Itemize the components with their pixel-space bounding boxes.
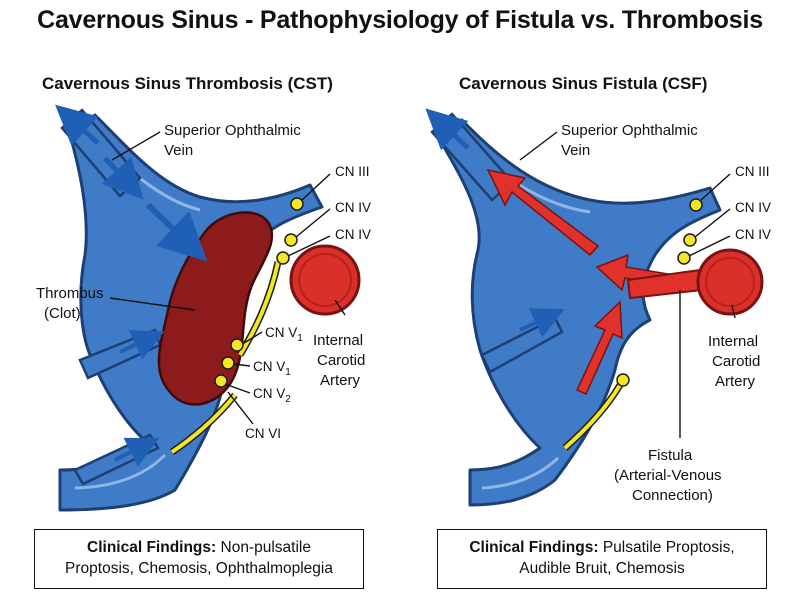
- cst-heading: Cavernous Sinus Thrombosis (CST): [42, 74, 333, 93]
- csf-cn4b-dot: [677, 251, 691, 265]
- fistula-label-3: Connection): [632, 487, 713, 504]
- csf-cn4b-label: CN IV: [735, 227, 771, 242]
- cst-sov-label-2: Vein: [164, 142, 193, 159]
- cst-cnv1b-label: CN V1: [253, 359, 291, 378]
- cst-cn3-label: CN III: [335, 164, 370, 179]
- cst-cn6-label: CN VI: [245, 426, 281, 441]
- csf-ica-label-1: Internal: [708, 333, 758, 350]
- cst-illustration: Superior Ophthalmic Vein CN III CN IV CN…: [36, 104, 371, 512]
- csf-nerve-dot: [616, 373, 630, 387]
- csf-findings-label: Clinical Findings:: [469, 539, 599, 556]
- csf-flow-arrow-low: [575, 300, 623, 395]
- csf-illustration: Superior Ophthalmic Vein CN III CN IV CN…: [425, 108, 771, 507]
- cst-cnv2-dot: [214, 374, 228, 388]
- csf-flow-arrow-main: [486, 168, 600, 257]
- cst-findings-box: Clinical Findings: Non-pulsatile Proptos…: [34, 529, 364, 589]
- csf-sov-label-2: Vein: [561, 142, 590, 159]
- csf-ica-label-2: Carotid: [712, 353, 760, 370]
- cst-findings-line2: Proptosis, Chemosis, Ophthalmoplegia: [65, 560, 333, 577]
- cst-findings-line1: Non-pulsatile: [220, 539, 311, 556]
- cst-ica-label-2: Carotid: [317, 352, 365, 369]
- csf-sov-label-1: Superior Ophthalmic: [561, 122, 698, 139]
- cst-cnv1b-dot: [221, 356, 235, 370]
- csf-cn3-dot: [689, 198, 703, 212]
- fistula-label-2: (Arterial-Venous: [614, 467, 722, 484]
- cst-cn4b-label: CN IV: [335, 227, 371, 242]
- page-title: Cavernous Sinus - Pathophysiology of Fis…: [37, 6, 763, 34]
- csf-cn3-label: CN III: [735, 164, 770, 179]
- csf-findings-line2: Audible Bruit, Chemosis: [519, 560, 685, 577]
- cst-carotid-artery: [289, 244, 361, 316]
- cst-ica-label-3: Artery: [320, 372, 361, 389]
- csf-carotid-artery: [696, 248, 764, 316]
- cst-sov-label-1: Superior Ophthalmic: [164, 122, 301, 139]
- cst-ica-label-1: Internal: [313, 332, 363, 349]
- csf-heading: Cavernous Sinus Fistula (CSF): [459, 74, 708, 93]
- cst-cnv2-label: CN V2: [253, 386, 291, 405]
- cst-cn3-dot: [290, 197, 304, 211]
- csf-ica-label-3: Artery: [715, 373, 756, 390]
- fistula-label-1: Fistula: [648, 447, 693, 464]
- csf-findings-box: Clinical Findings: Pulsatile Proptosis, …: [437, 529, 767, 589]
- cst-cn4a-label: CN IV: [335, 200, 371, 215]
- cst-cnv1-dot: [230, 338, 244, 352]
- cst-cn4a-dot: [284, 233, 298, 247]
- thrombus-label-1: Thrombus: [36, 285, 104, 302]
- csf-cn4a-dot: [683, 233, 697, 247]
- cst-cnv1-label: CN V1: [265, 325, 303, 344]
- cst-findings-label: Clinical Findings:: [87, 539, 217, 556]
- cst-cn4b-dot: [276, 251, 290, 265]
- thrombus-label-2: (Clot): [44, 305, 81, 322]
- csf-cn4a-label: CN IV: [735, 200, 771, 215]
- csf-findings-line1: Pulsatile Proptosis,: [602, 539, 735, 556]
